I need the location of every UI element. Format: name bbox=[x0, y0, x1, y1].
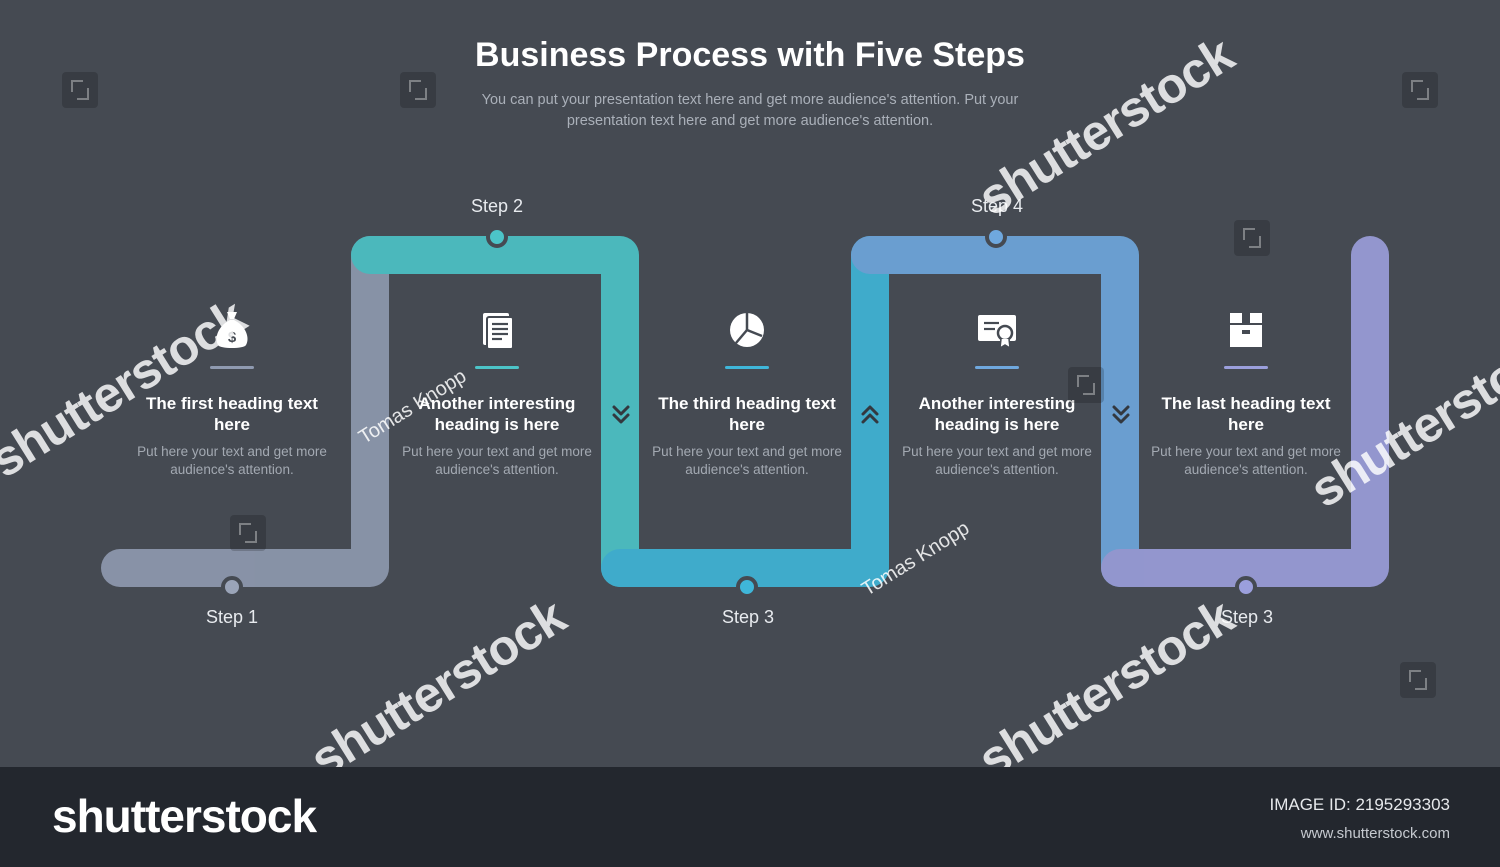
document-icon bbox=[397, 308, 597, 352]
path-segment-step-3 bbox=[601, 236, 889, 587]
watermark-logo-icon bbox=[62, 72, 98, 108]
step-label-3: Step 3 bbox=[721, 607, 775, 627]
step-dot-2 bbox=[486, 226, 508, 248]
path-segment-step-5 bbox=[1101, 236, 1389, 587]
path-segment-step-4 bbox=[851, 236, 1139, 587]
card-accent-line bbox=[975, 366, 1019, 369]
card-accent-line bbox=[725, 366, 769, 369]
card-heading: The last heading text here bbox=[1161, 394, 1331, 434]
step-dot-3 bbox=[736, 576, 758, 598]
stock-footer-bar: shutterstock IMAGE ID: 2195293303 www.sh… bbox=[0, 767, 1500, 867]
chevron-double-up-icon bbox=[861, 405, 879, 424]
page-subtitle: You can put your presentation text here … bbox=[481, 92, 1019, 129]
card-body: Put here your text and get more audience… bbox=[902, 444, 1092, 477]
step-card-3: The third heading text here Put here you… bbox=[647, 308, 847, 478]
step-label-2: Step 2 bbox=[470, 196, 524, 216]
certificate-icon bbox=[897, 308, 1097, 352]
step-dot-4 bbox=[985, 226, 1007, 248]
footer-logo: shutterstock bbox=[52, 790, 317, 842]
step-card-2: Another interesting heading is here Put … bbox=[397, 308, 597, 478]
svg-text:$: $ bbox=[228, 329, 237, 346]
step-card-1: $ The first heading text here Put here y… bbox=[132, 308, 332, 478]
chevron-double-down-icon bbox=[1112, 405, 1130, 424]
card-heading: The first heading text here bbox=[146, 394, 318, 434]
step-card-5: The last heading text here Put here your… bbox=[1146, 308, 1346, 478]
card-accent-line bbox=[1224, 366, 1268, 369]
step-card-4: Another interesting heading is here Put … bbox=[897, 308, 1097, 478]
step-label-5: Step 3 bbox=[1220, 607, 1274, 627]
card-body: Put here your text and get more audience… bbox=[1151, 444, 1341, 477]
money-bag-icon: $ bbox=[132, 308, 332, 352]
process-path-diagram bbox=[101, 226, 1389, 598]
watermark-logo-icon bbox=[230, 515, 266, 551]
card-body: Put here your text and get more audience… bbox=[402, 444, 592, 477]
watermark-logo-icon bbox=[1400, 662, 1436, 698]
card-body: Put here your text and get more audience… bbox=[137, 444, 327, 477]
footer-url: www.shutterstock.com bbox=[1300, 825, 1450, 842]
footer-image-id: IMAGE ID: 2195293303 bbox=[1269, 795, 1450, 814]
watermark-logo-icon bbox=[1068, 367, 1104, 403]
card-accent-line bbox=[210, 366, 254, 369]
path-segment-step-2 bbox=[351, 236, 639, 587]
step-label-1: Step 1 bbox=[205, 607, 259, 627]
pie-chart-icon bbox=[647, 308, 847, 352]
card-accent-line bbox=[475, 366, 519, 369]
step-label-4: Step 4 bbox=[970, 196, 1024, 216]
infographic-canvas: Business Process with Five Steps You can… bbox=[0, 26, 1500, 789]
card-body: Put here your text and get more audience… bbox=[652, 444, 842, 477]
page-title: Business Process with Five Steps bbox=[475, 36, 1025, 74]
card-heading: Another interesting heading is here bbox=[418, 394, 576, 434]
watermark-logo-icon bbox=[1234, 220, 1270, 256]
card-heading: The third heading text here bbox=[658, 394, 836, 434]
path-segment-step-1 bbox=[101, 236, 389, 587]
step-dot-1 bbox=[221, 576, 243, 598]
step-dot-5 bbox=[1235, 576, 1257, 598]
box-icon bbox=[1146, 308, 1346, 352]
chevron-double-down-icon bbox=[612, 405, 630, 424]
watermark-logo-icon bbox=[400, 72, 436, 108]
watermark-logo-icon bbox=[1402, 72, 1438, 108]
card-heading: Another interesting heading is here bbox=[918, 394, 1076, 434]
